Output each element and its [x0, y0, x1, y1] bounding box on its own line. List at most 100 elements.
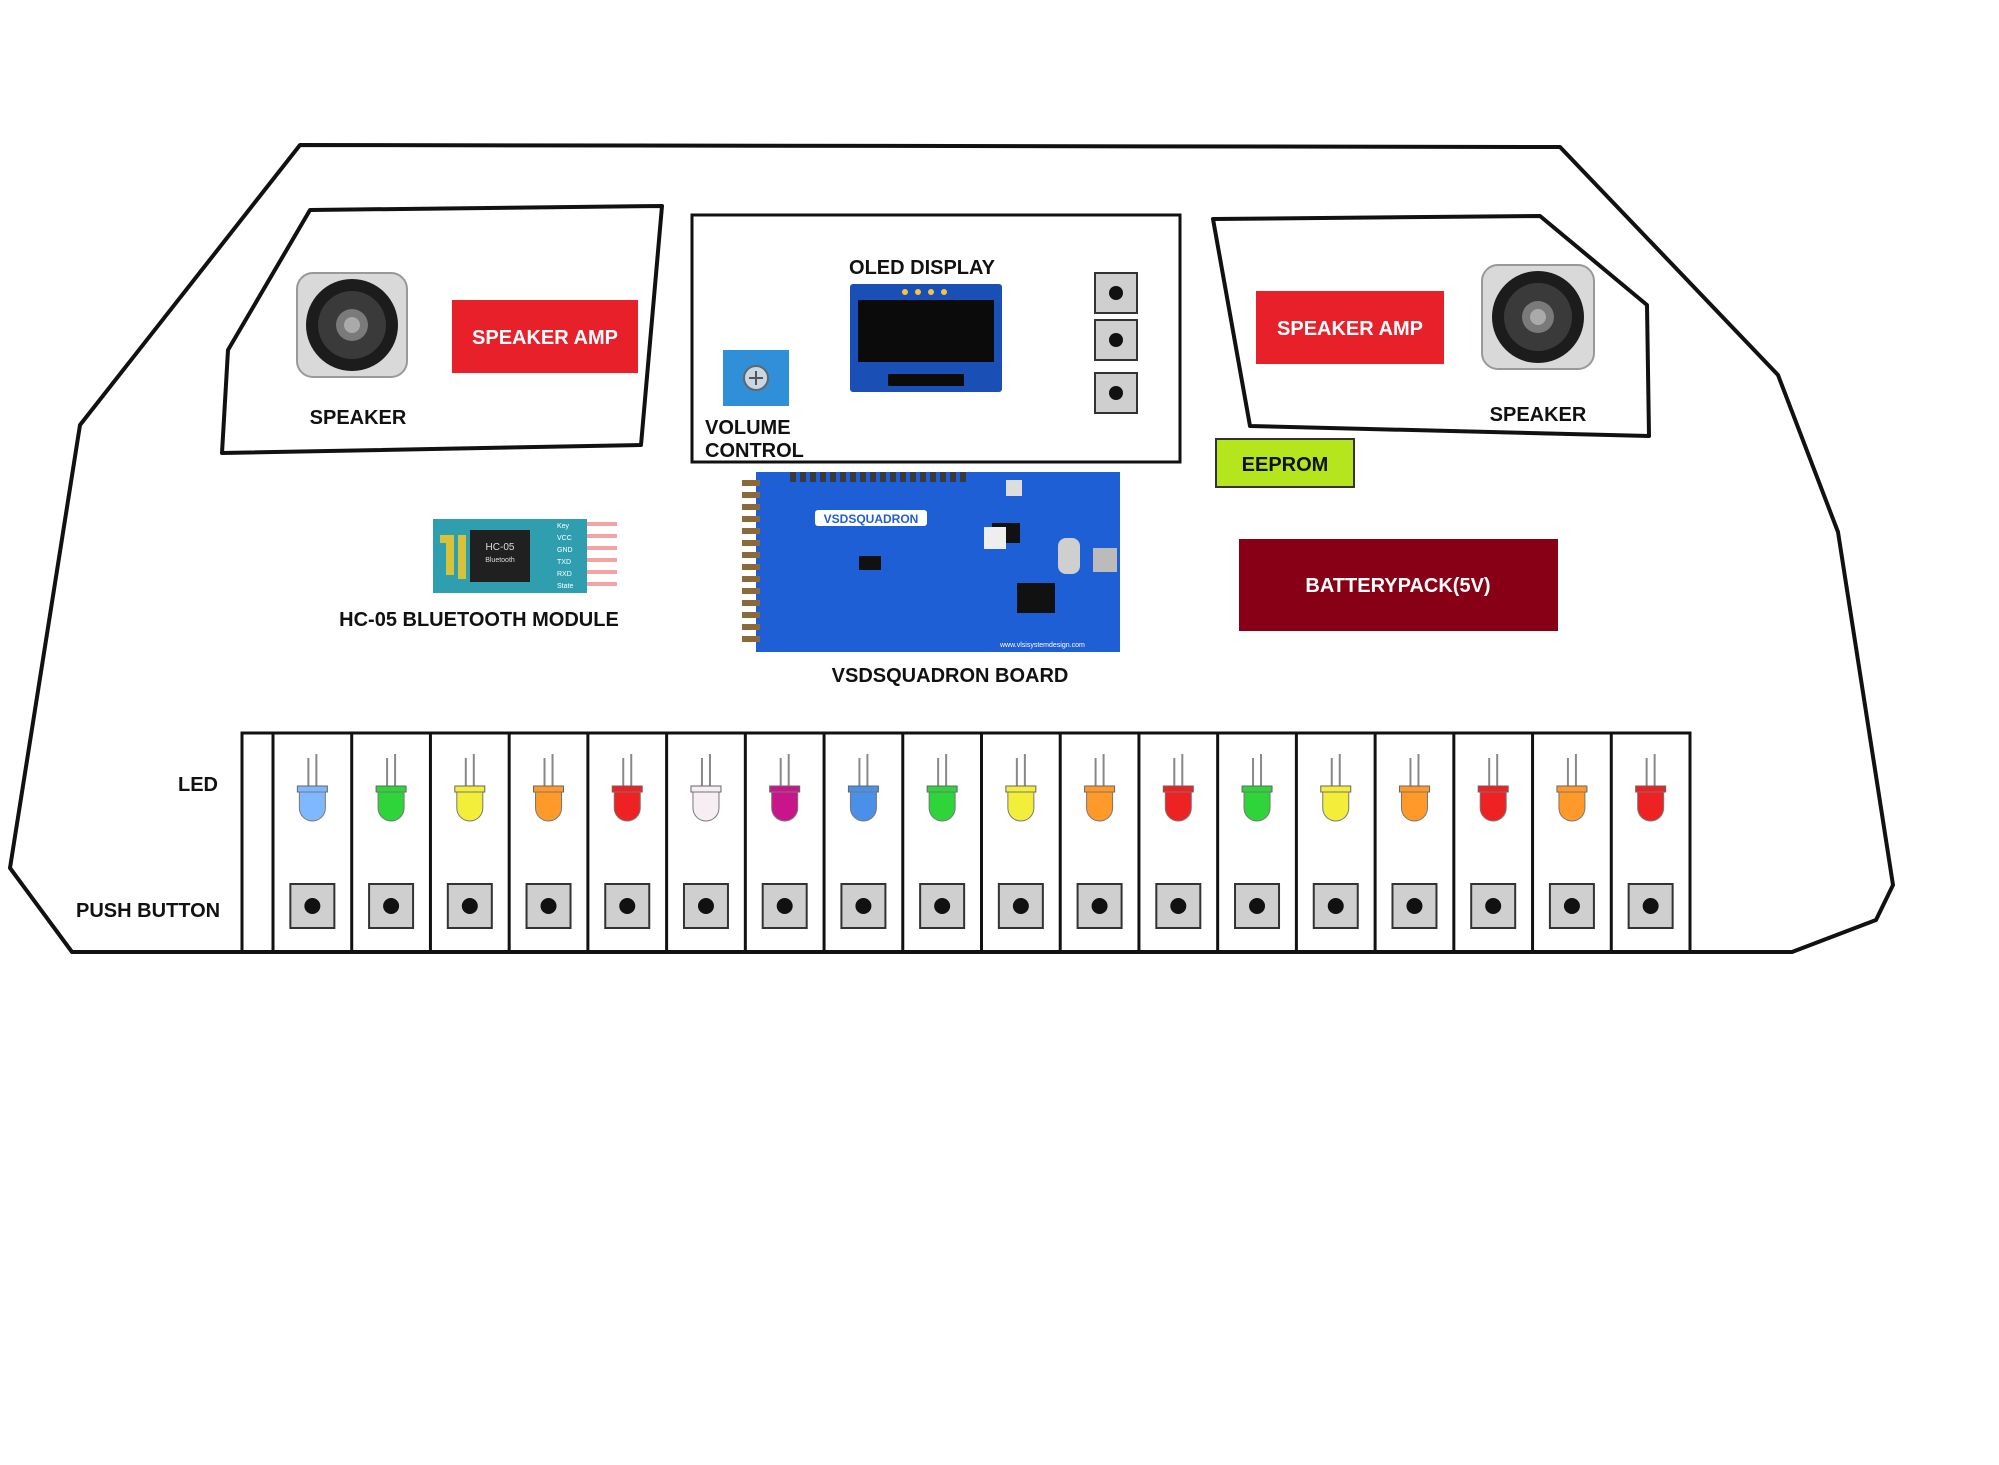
push-button-icon [1155, 883, 1202, 929]
board-pin [742, 564, 760, 570]
board-pin [920, 472, 926, 482]
board-pin [742, 588, 760, 594]
board-logo-text: VSDSQUADRON [824, 512, 919, 526]
battery-pack-block [1239, 539, 1558, 631]
battery-pack-label: BATTERYPACK(5V) [1305, 575, 1490, 597]
board-pin [840, 472, 846, 482]
led-icon [533, 754, 565, 822]
board-pin [742, 552, 760, 558]
push-button-icon [997, 883, 1044, 929]
push-button-icon [840, 883, 887, 929]
board-label: VSDSQUADRON BOARD [832, 665, 1069, 687]
key-16 [1470, 733, 1535, 952]
led-icon [375, 754, 407, 822]
key-8 [840, 733, 905, 952]
board-pin [742, 612, 760, 618]
board-pin [790, 472, 796, 482]
led-icon [1320, 754, 1352, 822]
speaker-amp-left [452, 300, 638, 373]
push-button-icon [761, 883, 808, 929]
board-pin [940, 472, 946, 482]
led-icon [1005, 754, 1037, 822]
push-button-icon [1627, 883, 1674, 929]
board-pin [742, 624, 760, 630]
bluetooth-pin [587, 546, 617, 550]
speaker-left-icon [296, 272, 408, 378]
board-pin [810, 472, 816, 482]
board-pin [742, 480, 760, 486]
push-button-icon [289, 883, 336, 929]
board-pin [820, 472, 826, 482]
push-button-icon [1076, 883, 1123, 929]
eeprom-label: EEPROM [1242, 454, 1329, 476]
led-icon [1556, 754, 1588, 822]
key-9 [919, 733, 983, 952]
board-url-text: www.vlsisystemdesign.com [999, 642, 1085, 649]
key-6 [682, 733, 747, 952]
bluetooth-chip-text-1: HC-05 [486, 542, 515, 553]
led-icon [1084, 754, 1116, 822]
bluetooth-pin [587, 534, 617, 538]
key-10 [997, 733, 1062, 952]
key-15 [1391, 733, 1456, 952]
volume-control-label-line2: CONTROL [705, 440, 804, 462]
led-icon [1477, 754, 1509, 822]
key-1 [289, 733, 354, 952]
push-button-icon [368, 883, 415, 929]
bluetooth-pin-label: RXD [557, 571, 572, 578]
board-pin [880, 472, 886, 482]
push-button-icon [446, 883, 493, 929]
led-icon [1162, 754, 1194, 822]
bluetooth-pin [587, 558, 617, 562]
speaker-left-section [220, 204, 664, 455]
board-pin [950, 472, 956, 482]
speaker-right-section [1211, 214, 1651, 438]
display-button-3 [1094, 372, 1138, 414]
key-18 [1627, 733, 1692, 952]
led-icon [1398, 754, 1430, 822]
speaker-left-label: SPEAKER [310, 407, 407, 429]
key-3 [446, 733, 511, 952]
led-icon [847, 754, 879, 822]
key-13 [1234, 733, 1298, 952]
speaker-amp-left-label: SPEAKER AMP [472, 327, 618, 349]
display-buttons [1094, 272, 1138, 414]
key-2 [368, 733, 432, 952]
key-7 [761, 733, 826, 952]
display-button-1 [1094, 272, 1138, 314]
board-pin [930, 472, 936, 482]
oled-display-module [850, 284, 1002, 392]
push-button-icon [525, 883, 572, 929]
push-button-icon [1234, 883, 1281, 929]
display-button-2 [1094, 319, 1138, 361]
board-pin [742, 516, 760, 522]
speaker-right-label: SPEAKER [1490, 404, 1587, 426]
board-pin [742, 528, 760, 534]
led-icon [296, 754, 328, 822]
board-pin [742, 504, 760, 510]
board-pins-top [790, 472, 966, 482]
push-button-icon [1391, 883, 1438, 929]
eeprom-block [1215, 438, 1355, 488]
board-pin [742, 636, 760, 642]
volume-knob-icon [723, 350, 789, 406]
led-icon [926, 754, 958, 822]
board-pin [870, 472, 876, 482]
board-pins-left [742, 480, 760, 642]
push-button-icon [1470, 883, 1517, 929]
led-icon [1241, 754, 1273, 822]
vsdsquadron-board-icon: VSDSQUADRON www.vlsisystemdesign.com [742, 472, 1120, 652]
volume-control-label-line1: VOLUME [705, 417, 791, 439]
oled-display-label: OLED DISPLAY [849, 257, 996, 279]
bluetooth-module-label: HC-05 BLUETOOTH MODULE [339, 609, 619, 631]
bluetooth-pin-label: VCC [557, 535, 572, 542]
bluetooth-pin-label: Key [557, 523, 570, 530]
bluetooth-pin [587, 570, 617, 574]
led-icon [769, 754, 801, 822]
led-icon [454, 754, 486, 822]
led-row-label: LED [178, 774, 218, 796]
board-pin [830, 472, 836, 482]
